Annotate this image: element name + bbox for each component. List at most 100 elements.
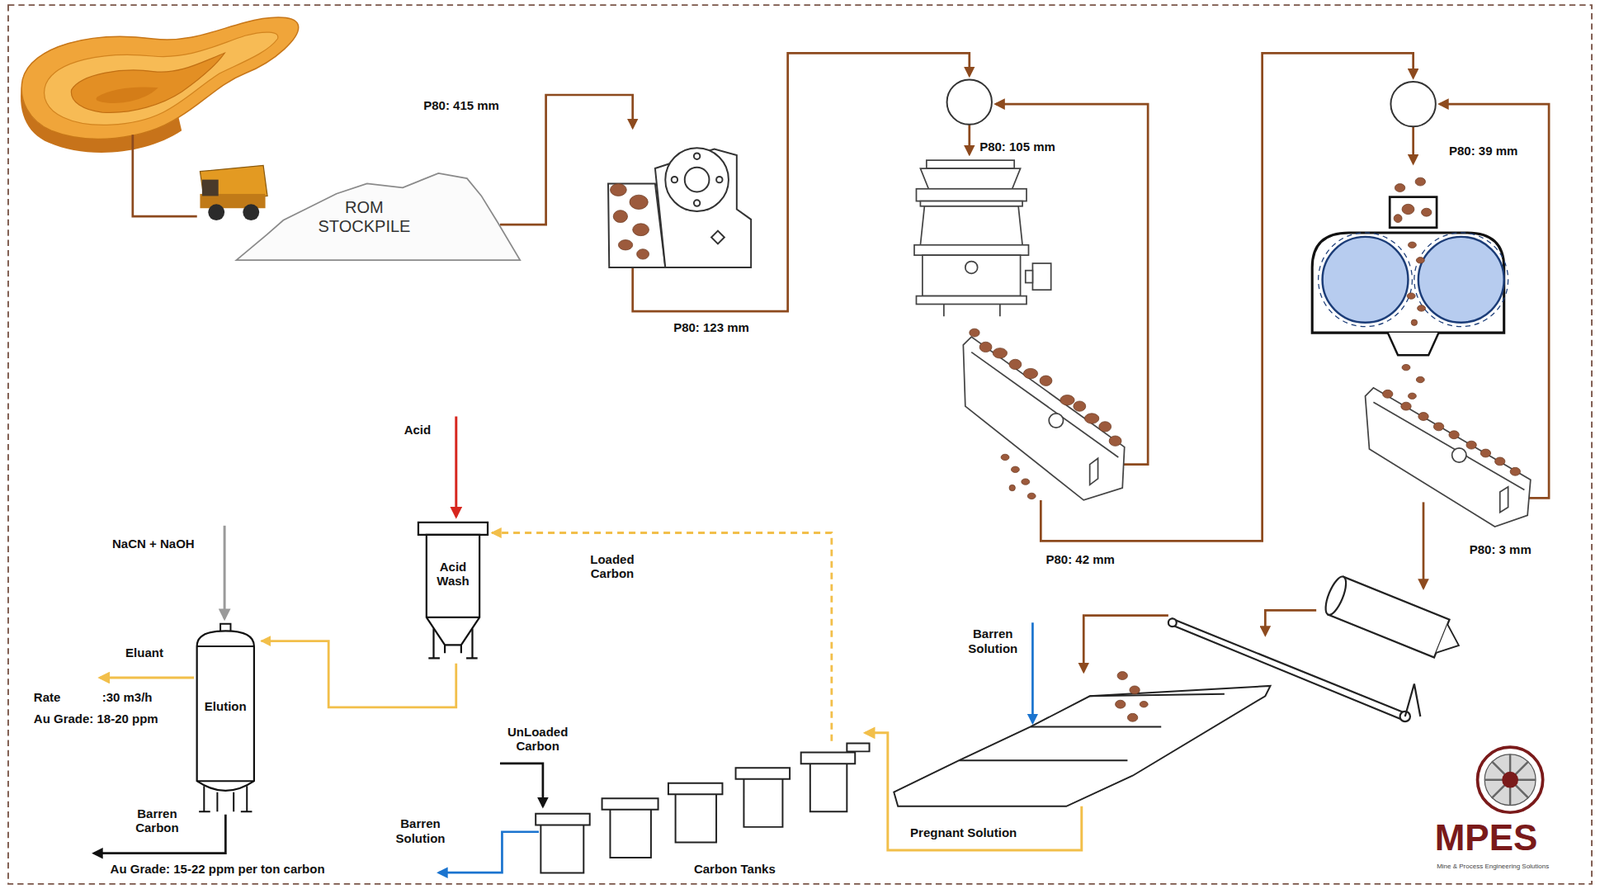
vibrating-screen-part (971, 352, 1119, 458)
ore-rocks-part (1139, 700, 1148, 707)
ore-rocks-part (1433, 422, 1444, 431)
flow-rate: Rate (33, 689, 62, 704)
ore-rocks-part (1393, 214, 1402, 223)
jaw-crusher (608, 147, 751, 268)
barren-solution-line (438, 831, 539, 873)
ore-rocks-part (610, 184, 628, 197)
acid-wash-vessel-outline (414, 518, 492, 664)
ore-rocks-part (1394, 184, 1405, 193)
ore-rocks-part (1466, 440, 1477, 449)
open-pit-part (70, 52, 225, 113)
elution-column-outline (189, 620, 262, 817)
ore-flow-lines (500, 52, 1549, 671)
vibrating-screen-part (962, 336, 1124, 501)
ore-rocks-part (1023, 368, 1038, 378)
grade-note: Au Grade: 18-20 ppm (33, 711, 159, 726)
ore-rocks-part (1099, 421, 1112, 432)
vibrating-screen (962, 336, 1124, 501)
jaw-crusher-part (693, 152, 700, 159)
pregnant-solution-line (865, 732, 1082, 850)
ore-rocks-part (1448, 430, 1459, 439)
agglomeration-drum-part (1321, 574, 1351, 618)
heap-leach-pad-part (893, 685, 1270, 807)
mpes-logo-part (1477, 746, 1544, 812)
ore-rocks-part (1510, 467, 1520, 476)
ore-rocks-part (1127, 712, 1138, 722)
hpgr-roller-press-part (1389, 197, 1437, 228)
node-label: Acid Wash (426, 559, 480, 589)
ore-rocks-part (1109, 435, 1122, 446)
haul-route-line (132, 134, 198, 217)
stream-name: Loaded Carbon (578, 552, 647, 581)
mpes-logo-part (1484, 754, 1536, 806)
feed-bin (947, 79, 992, 124)
agglomeration-drum-part (1435, 623, 1465, 660)
open-pit-part (44, 32, 279, 125)
ore-rocks-part (1411, 319, 1417, 326)
vibrating-screen-part (1452, 448, 1467, 463)
ore-flow-lines-part (1422, 501, 1426, 588)
vibrating-screen-part (1365, 387, 1531, 527)
ore-rocks-part (1000, 453, 1010, 460)
hpgr-roller-press-part (1418, 236, 1505, 323)
vibrating-screen-part (1090, 457, 1099, 485)
ore-rocks-part (1115, 699, 1126, 708)
jaw-crusher-part (665, 147, 729, 212)
stream-name: Barren Solution (958, 626, 1027, 656)
jaw-crusher-part (608, 184, 666, 268)
acid-wash-vessel-shape (426, 534, 480, 646)
vibrating-screen (1365, 387, 1531, 527)
node-label: Elution (197, 698, 254, 713)
particle-size: P80: 415 mm (423, 98, 500, 113)
vibrating-screen-part (1500, 486, 1509, 513)
acid-wash-vessel-shape (426, 617, 480, 658)
mpes-logo-part (1484, 754, 1536, 806)
cone-crusher-part (915, 188, 1027, 202)
ore-rocks-part (1009, 358, 1022, 369)
company-tagline: Mine & Process Engineering Solutions (1436, 862, 1549, 870)
ore-rocks-part (1415, 257, 1425, 264)
unloaded-carbon-line (500, 763, 543, 807)
ore-rocks-part (1401, 363, 1411, 370)
jaw-crusher-part (716, 176, 723, 183)
ore-flow-lines-part (632, 52, 970, 312)
heap-leach-pad (893, 685, 1270, 807)
node-label: Carbon Tanks (672, 861, 797, 876)
cone-crusher-part (914, 245, 1029, 255)
cone-crusher-part (920, 168, 1020, 189)
ore-rocks-part (1129, 685, 1140, 694)
ore-rocks-part (1421, 207, 1432, 217)
ore-rocks-part (1407, 241, 1416, 248)
ore-rocks-part (1407, 392, 1416, 399)
haul-truck-part (207, 203, 225, 221)
acid-wash-vessel-shape (418, 522, 488, 535)
ore-rocks-part (1415, 177, 1426, 186)
ore-rocks-part (1480, 448, 1491, 458)
ore-rocks-part (629, 194, 648, 209)
stream-name: Barren Carbon (122, 806, 191, 836)
open-pit (20, 17, 299, 153)
cone-crusher-part (965, 261, 978, 274)
ore-flow-lines-part (1083, 615, 1169, 672)
ore-rocks-part (1084, 413, 1099, 424)
ore-rocks-part (618, 240, 633, 251)
ore-rocks-part (1401, 203, 1415, 214)
carbon-transfer-flow (261, 641, 457, 708)
mpes-logo (1477, 746, 1544, 812)
stream-name: Barren Solution (386, 816, 454, 845)
agglomeration-drum-part (1328, 576, 1450, 658)
ore-rocks-part (1021, 478, 1030, 485)
grade-note: Au Grade: 15-22 ppm per ton carbon (110, 861, 326, 876)
hpgr-roller-press-part (1414, 232, 1509, 327)
open-pit-part (96, 86, 159, 104)
cone-crusher-part (943, 303, 1001, 317)
ore-rocks-part (1039, 375, 1053, 386)
agglomeration-drum (1321, 574, 1468, 665)
ore-flow-lines-part (1411, 126, 1415, 164)
reagent-name: NaCN + NaOH (112, 536, 195, 551)
ore-rocks-part (637, 249, 650, 260)
ore-rocks-part (1401, 401, 1412, 411)
company-logo-text: MPES (1434, 819, 1539, 856)
particle-size: P80: 42 mm (1046, 552, 1115, 567)
